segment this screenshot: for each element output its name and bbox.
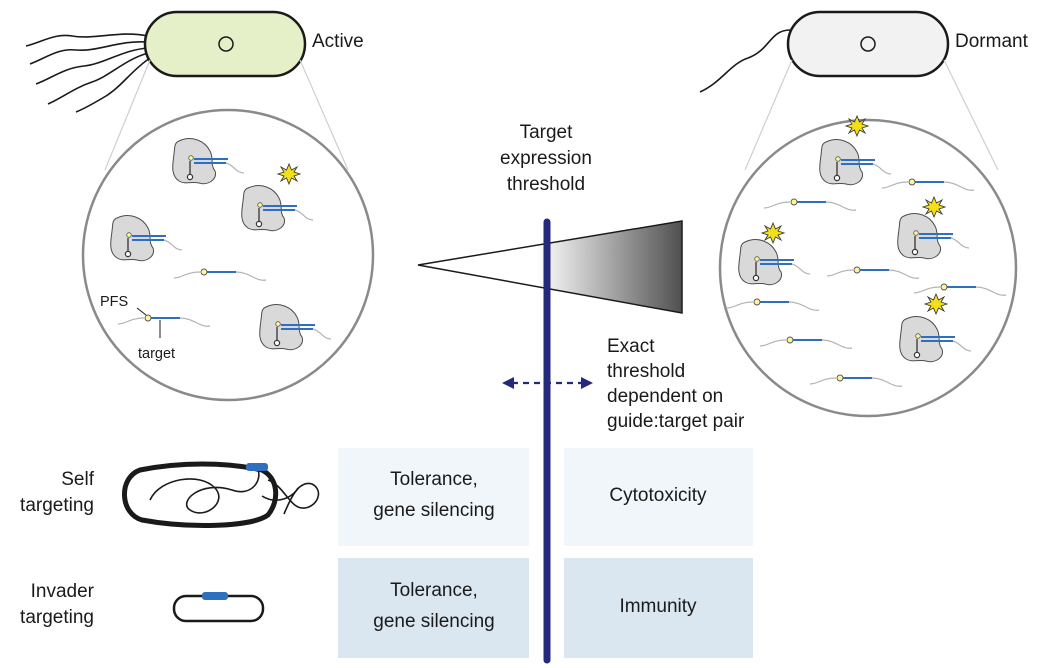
threshold-note-line-3: dependent on (607, 386, 723, 407)
spark-icon (761, 222, 785, 244)
threshold-title: Target expression threshold (500, 122, 592, 195)
active-label: Active (312, 31, 364, 52)
row-label-line-1: Invader (31, 581, 95, 602)
active-cell (143, 10, 307, 78)
dormant-cell-nucleoid (860, 36, 876, 52)
outcome-text: Immunity (619, 596, 697, 617)
threshold-shift-arrow (502, 377, 593, 389)
row-label-line-2: targeting (20, 607, 94, 628)
threshold-title-line-3: threshold (507, 174, 585, 195)
row-self-targeting: Self targeting Tolerance, gene silencing… (20, 448, 753, 546)
outcome-text: gene silencing (373, 500, 494, 521)
pfs-label: PFS (100, 294, 128, 310)
row-invader-targeting: Invader targeting Tolerance, gene silenc… (20, 558, 753, 658)
threshold-title-line-2: expression (500, 148, 592, 169)
row-label-line-1: Self (61, 469, 94, 490)
threshold-note-line-4: guide:target pair (607, 411, 745, 432)
spark-icon (277, 163, 301, 185)
threshold-note: Exact threshold dependent on guide:targe… (607, 336, 745, 432)
outcome-text: gene silencing (373, 611, 494, 632)
outcome-box (338, 558, 529, 658)
outcome-box (338, 448, 529, 546)
dormant-label: Dormant (955, 31, 1029, 52)
threshold-note-line-2: threshold (607, 361, 685, 382)
pfs-pointer (136, 307, 147, 316)
row-label-line-2: targeting (20, 495, 94, 516)
spark-icon (922, 196, 946, 218)
threshold-title-line-1: Target (520, 122, 574, 143)
active-flagella-icon (25, 33, 151, 113)
threshold-note-line-1: Exact (607, 336, 655, 357)
chromosome-icon (122, 461, 320, 528)
outcome-text: Tolerance, (390, 469, 478, 490)
plasmid-target-site (202, 592, 228, 600)
dormant-flagellum-icon (699, 29, 791, 93)
outcome-box (564, 558, 753, 658)
outcome-text: Cytotoxicity (609, 485, 707, 506)
zoom-lines (104, 59, 999, 171)
dormant-zoom-view (718, 115, 1018, 418)
outcome-box (564, 448, 753, 546)
chromosome-target-site (246, 463, 268, 471)
spark-icon (924, 293, 948, 315)
target-label: target (138, 346, 175, 362)
dormant-cell (786, 10, 950, 78)
spark-icon (845, 115, 869, 137)
outcome-text: Tolerance, (390, 580, 478, 601)
active-zoom-view: PFS target (81, 108, 375, 402)
active-cell-nucleoid (218, 36, 234, 52)
